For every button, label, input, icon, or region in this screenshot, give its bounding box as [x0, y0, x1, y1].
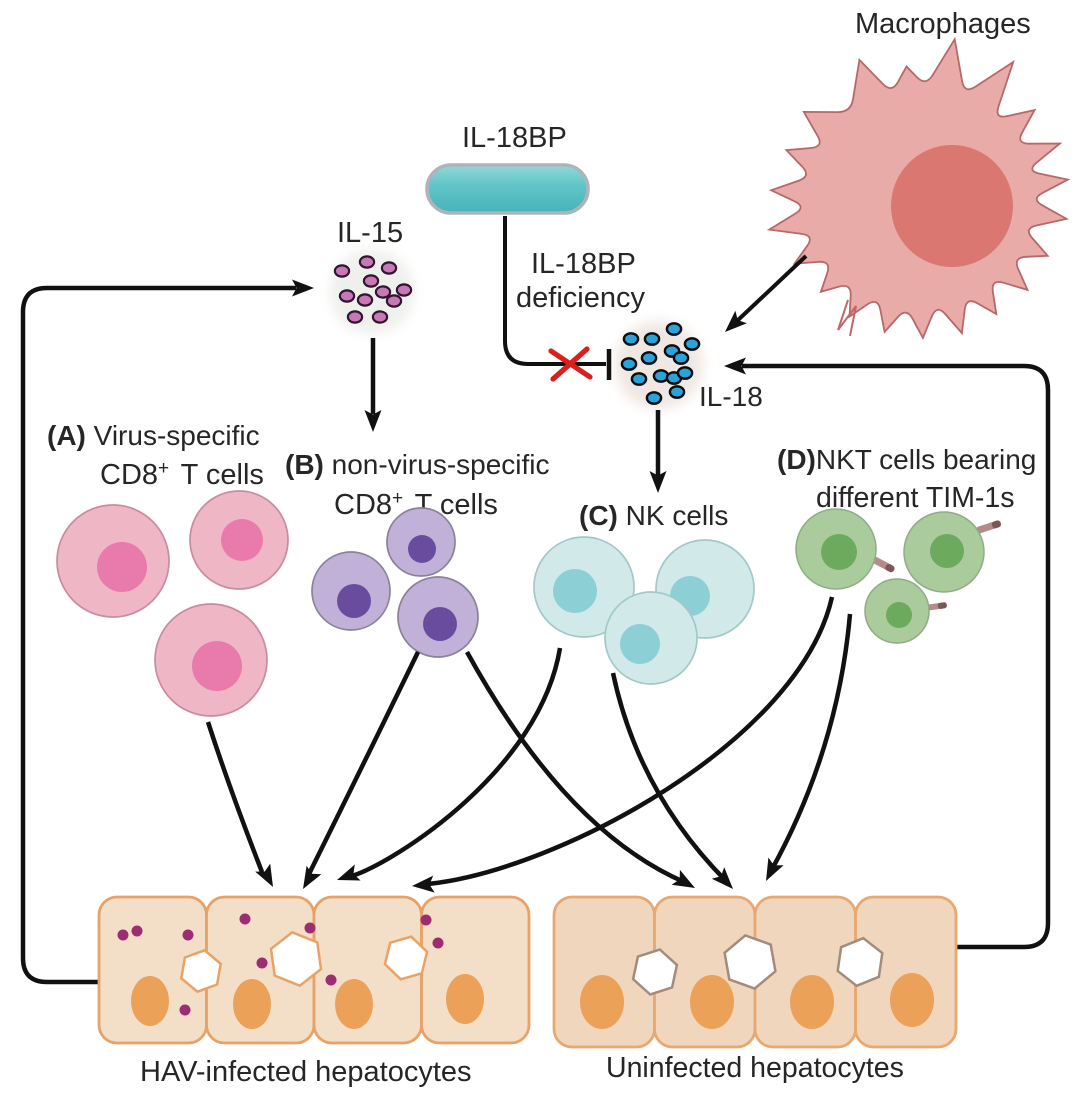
- svg-text:Macrophages: Macrophages: [855, 8, 1031, 40]
- svg-text:IL-18: IL-18: [699, 381, 763, 412]
- svg-text:IL-18BP: IL-18BP: [531, 248, 636, 280]
- svg-text:(A) Virus-specific: (A) Virus-specific: [47, 420, 260, 451]
- svg-text:deficiency: deficiency: [516, 282, 645, 314]
- svg-text:different TIM-1s: different TIM-1s: [816, 482, 1015, 514]
- svg-text:Uninfected hepatocytes: Uninfected hepatocytes: [606, 1052, 904, 1084]
- svg-text:IL-15: IL-15: [337, 217, 403, 249]
- svg-text:(C) NK cells: (C) NK cells: [579, 500, 728, 531]
- svg-text:IL-18BP: IL-18BP: [462, 122, 567, 154]
- svg-text:CD8+ T cells: CD8+ T cells: [100, 458, 264, 491]
- svg-text:(B) non-virus-specific: (B) non-virus-specific: [285, 449, 550, 480]
- svg-text:(D)NKT cells bearing: (D)NKT cells bearing: [777, 444, 1036, 475]
- svg-text:HAV-infected hepatocytes: HAV-infected hepatocytes: [140, 1056, 472, 1088]
